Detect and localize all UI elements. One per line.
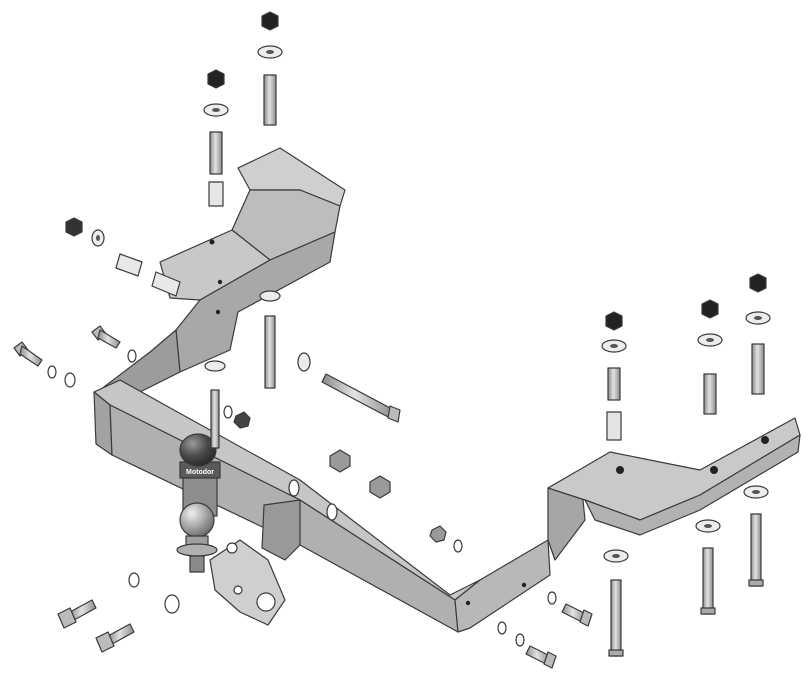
ball-cover-cap bbox=[179, 433, 217, 467]
bracket-hole bbox=[209, 239, 215, 245]
washer-icon bbox=[223, 405, 233, 419]
hardware-group-right-bottom bbox=[603, 485, 769, 657]
hex-nut-icon bbox=[329, 449, 351, 473]
hex-nut-icon bbox=[605, 311, 623, 331]
long-bolt-icon bbox=[321, 373, 395, 419]
hex-nut-icon bbox=[369, 475, 391, 499]
hardware-group-bottom-right bbox=[497, 591, 593, 669]
washer-icon bbox=[515, 633, 525, 647]
bolt-icon bbox=[702, 547, 714, 615]
bracket-hole bbox=[761, 436, 769, 444]
hardware-group-left-top bbox=[203, 11, 283, 207]
hex-nut-icon bbox=[65, 217, 83, 237]
bolt-icon bbox=[264, 315, 276, 389]
bolt-head-icon bbox=[95, 631, 115, 653]
sleeve-icon bbox=[208, 181, 224, 207]
bolt-head-icon bbox=[543, 651, 557, 669]
ball-mount-marking: Motodor bbox=[186, 469, 214, 476]
bracket-hole bbox=[521, 582, 527, 588]
bracket-hole bbox=[465, 600, 471, 606]
bracket-hole bbox=[217, 279, 223, 285]
main-crossbar bbox=[93, 379, 551, 633]
tow-ball-assembly: Motodor bbox=[176, 433, 286, 626]
hex-nut-icon bbox=[429, 525, 447, 543]
hardware-group-right-top bbox=[601, 273, 771, 441]
washer-icon bbox=[204, 360, 226, 372]
hardware-group-left-side bbox=[13, 217, 181, 388]
washer-icon bbox=[127, 349, 137, 363]
bracket-hole bbox=[616, 466, 624, 474]
washer-icon bbox=[497, 621, 507, 635]
hex-nut-icon bbox=[233, 411, 251, 429]
spacer-tube bbox=[607, 367, 621, 401]
sleeve-icon bbox=[115, 253, 143, 277]
bolt-icon bbox=[610, 579, 622, 657]
hex-nut-icon bbox=[207, 69, 225, 89]
right-mounting-bracket bbox=[465, 417, 801, 606]
washer-icon bbox=[47, 365, 57, 379]
washer-icon bbox=[164, 594, 180, 614]
hardware-group-bottom-left bbox=[57, 572, 180, 653]
spacer-tube bbox=[703, 373, 717, 415]
washer-icon bbox=[288, 479, 300, 497]
hex-nut-icon bbox=[701, 299, 719, 319]
hardware-group-center bbox=[204, 290, 463, 553]
bolt-head-icon bbox=[387, 405, 401, 423]
washer-icon bbox=[64, 372, 76, 388]
sleeve-icon bbox=[606, 411, 622, 441]
spacer-tube bbox=[263, 74, 277, 126]
washer-icon bbox=[259, 290, 281, 302]
bolt-icon bbox=[750, 513, 762, 587]
spacer-tube bbox=[209, 131, 223, 175]
spacer-tube bbox=[751, 343, 765, 395]
tow-ball-icon bbox=[179, 502, 215, 538]
bolt-head-icon bbox=[57, 607, 77, 629]
washer-icon bbox=[128, 572, 140, 588]
bracket-hole bbox=[215, 309, 221, 315]
washer-icon bbox=[297, 352, 311, 372]
bolt-head-icon bbox=[579, 609, 593, 627]
washer-icon bbox=[547, 591, 557, 605]
sleeve-icon bbox=[151, 271, 181, 297]
left-mounting-bracket bbox=[99, 147, 346, 403]
washer-icon bbox=[453, 539, 463, 553]
bracket-hole bbox=[710, 466, 718, 474]
bolt-icon bbox=[97, 329, 121, 349]
bolt-icon bbox=[210, 389, 220, 449]
washer-icon bbox=[326, 503, 338, 521]
hex-nut-icon bbox=[261, 11, 279, 31]
bolt-icon bbox=[19, 345, 43, 367]
hex-nut-icon bbox=[749, 273, 767, 293]
